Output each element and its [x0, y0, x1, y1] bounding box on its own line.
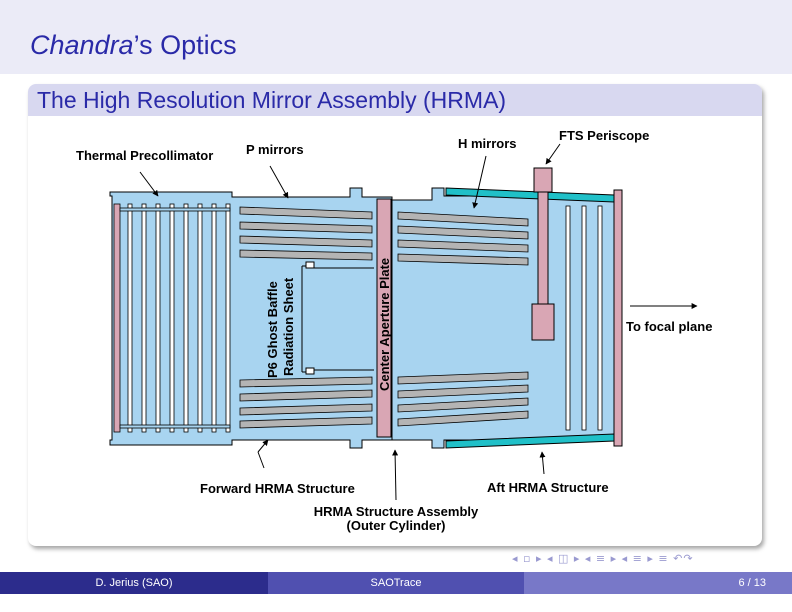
fts-periscope [531, 167, 555, 341]
beamer-navigation-icons[interactable]: ◂ ▫ ▸ ◂ ◫ ▸ ◂ ≡ ▸ ◂ ≡ ▸ ≡ ↶↷ [512, 552, 694, 565]
label-aft-structure: Aft HRMA Structure [487, 480, 609, 495]
label-radiation-sheet: Radiation Sheet [281, 277, 296, 376]
label-center-aperture-plate: Center Aperture Plate [377, 258, 392, 391]
label-fts-periscope: FTS Periscope [559, 128, 649, 143]
title-bar [0, 0, 792, 74]
aft-end-plate [613, 189, 623, 447]
label-p-mirrors: P mirrors [246, 142, 304, 157]
h-mirrors-upper [397, 211, 529, 266]
label-h-mirrors: H mirrors [458, 136, 517, 151]
p-mirrors-lower [239, 376, 373, 429]
hrma-diagram: Thermal Precollimator P mirrors H mirror… [76, 128, 712, 533]
label-thermal-precollimator: Thermal Precollimator [76, 148, 213, 163]
aft-fins [565, 205, 603, 431]
slide-title: Chandra’s Optics [30, 30, 237, 61]
center-aperture-plate [376, 198, 392, 438]
ghost-baffle [301, 261, 374, 375]
precollimator-rails [119, 207, 231, 429]
block-title: The High Resolution Mirror Assembly (HRM… [37, 87, 507, 113]
precollimator-fins [113, 203, 231, 433]
label-forward-structure: Forward HRMA Structure [200, 481, 355, 496]
label-to-focal-plane: To focal plane [626, 319, 712, 334]
p-mirrors-upper [239, 206, 373, 261]
block-header: The High Resolution Mirror Assembly (HRM… [28, 84, 762, 116]
label-structure-assembly-line1: HRMA Structure Assembly [314, 504, 479, 519]
pointer-arrows [139, 143, 561, 501]
footer-author: D. Jerius (SAO) [0, 572, 268, 594]
slide-title-italic: Chandra [30, 30, 134, 60]
footer-page-number: 6 / 13 [524, 572, 792, 594]
content-block: The High Resolution Mirror Assembly (HRM… [28, 84, 762, 546]
label-structure-assembly-line2: (Outer Cylinder) [347, 518, 446, 533]
label-ghost-baffle: P6 Ghost Baffle [265, 281, 280, 378]
footer-title: SAOTrace [268, 572, 524, 594]
slide-title-rest: ’s Optics [133, 30, 237, 60]
h-mirrors-lower [397, 371, 529, 427]
footer-bar: D. Jerius (SAO) SAOTrace 6 / 13 [0, 572, 792, 594]
